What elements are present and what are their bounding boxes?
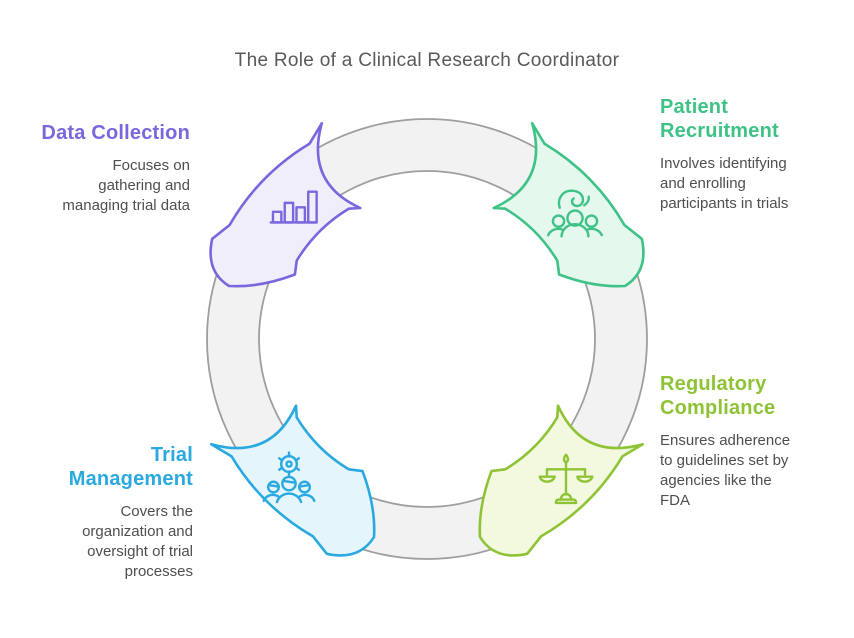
- gear-team-icon: [262, 451, 316, 504]
- bar-chart-icon: [269, 190, 318, 224]
- item-heading: Data Collection: [41, 122, 190, 144]
- item-block-top-right: Patient Recruitment Involves identifying…: [660, 95, 830, 214]
- item-description: Involves identifying and enrolling parti…: [660, 155, 789, 212]
- people-hand-icon: [546, 189, 604, 238]
- item-description: Ensures adherence to guidelines set by a…: [660, 432, 791, 509]
- item-block-bottom-right: Regulatory Compliance Ensures adherence …: [660, 372, 830, 511]
- scales-icon: [538, 453, 594, 505]
- arrow-regulatory-compliance: [478, 404, 644, 557]
- item-description: Covers the organization and oversight of…: [82, 503, 193, 580]
- page-title: The Role of a Clinical Research Coordina…: [234, 50, 620, 71]
- cycle-ring-outer-edge: [206, 118, 648, 560]
- arrow-trial-management: [210, 404, 376, 557]
- cycle-ring: [207, 119, 647, 559]
- item-heading: Patient Recruitment: [660, 96, 779, 142]
- item-heading: Regulatory Compliance: [660, 373, 776, 419]
- item-description: Focuses on gathering and managing trial …: [62, 157, 190, 214]
- item-block-top-left: Data Collection Focuses on gathering and…: [0, 121, 190, 216]
- arrow-patient-recruitment: [492, 122, 645, 288]
- item-heading: Trial Management: [68, 444, 193, 490]
- cycle-ring-inner-edge: [258, 170, 596, 508]
- item-block-bottom-left: Trial Management Covers the organization…: [0, 443, 193, 582]
